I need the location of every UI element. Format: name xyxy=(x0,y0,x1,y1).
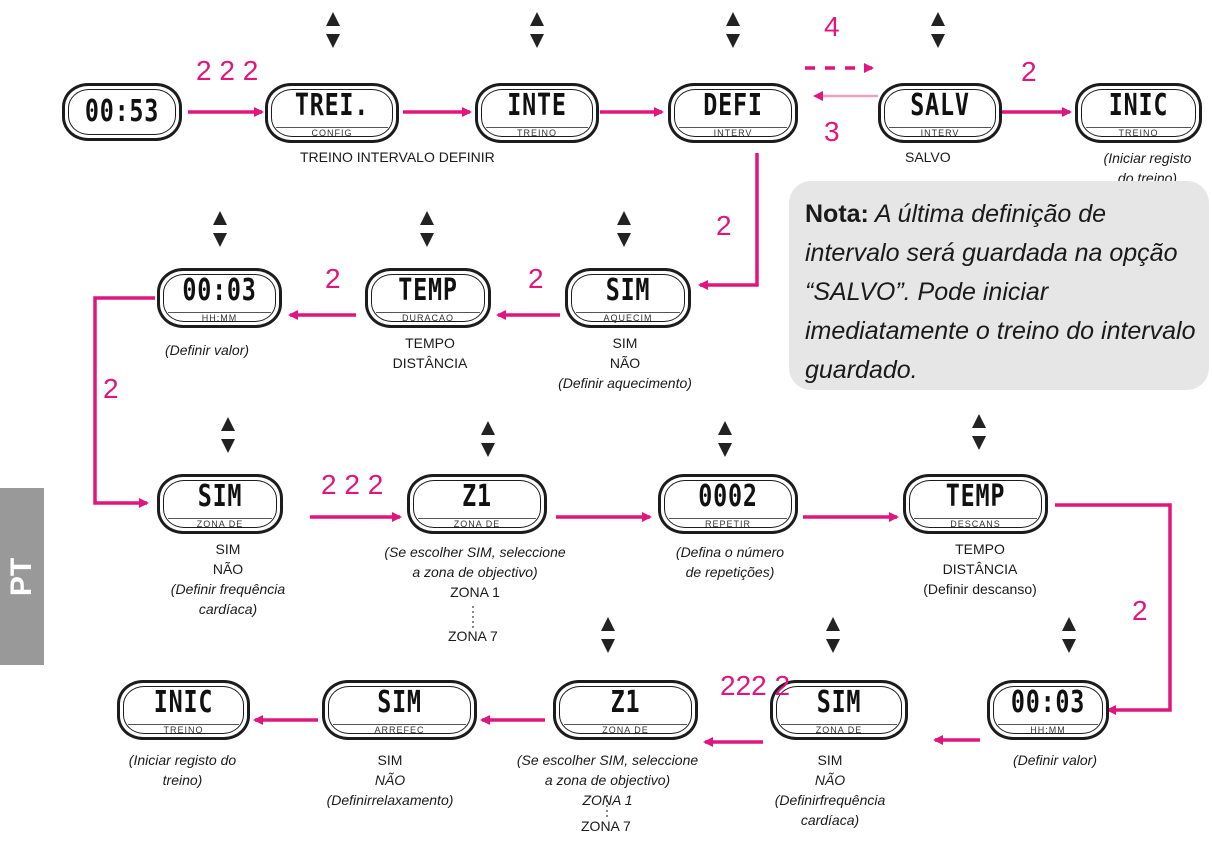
up-down-arrow-icon xyxy=(1062,617,1076,653)
label-definir-valor-2: (Definir valor) xyxy=(1012,752,1097,768)
lcd-display-trei: TREI.CONFIG xyxy=(265,83,399,143)
step-count: 2 2 2 xyxy=(321,469,384,500)
step-count: 2 2 2 xyxy=(196,55,259,86)
step-count: 4 xyxy=(824,11,840,42)
up-down-arrow-icon xyxy=(826,617,840,653)
note-text: Nota: A última definição de intervalo se… xyxy=(805,200,1196,384)
lcd-display-time: 00:53 xyxy=(62,83,182,141)
up-down-arrow-icon xyxy=(481,421,495,457)
label-zona7: ZONA 7 xyxy=(448,628,498,644)
up-down-arrow-icon xyxy=(420,211,434,247)
step-count: 222 2 xyxy=(720,670,791,701)
step-count: 2 xyxy=(716,210,732,241)
label-definir-valor: (Definir valor) xyxy=(165,342,250,358)
note-box: Nota: A última definição de intervalo se… xyxy=(789,181,1209,390)
up-down-arrow-icon xyxy=(617,211,631,247)
up-down-arrow-icon xyxy=(326,12,340,48)
up-down-arrow-icon xyxy=(601,617,615,653)
up-down-arrow-icon xyxy=(931,12,945,48)
up-down-arrow-icon xyxy=(972,414,986,450)
step-count: 2 xyxy=(103,373,119,404)
label-salvo: SALVO xyxy=(905,149,951,165)
language-tab: PT xyxy=(0,488,44,665)
up-down-arrow-icon xyxy=(213,211,227,247)
step-count: 2 xyxy=(1021,56,1037,87)
arrow-left-loop xyxy=(93,296,155,508)
step-count: 3 xyxy=(824,116,840,147)
label-zona7-2: ZONA 7 xyxy=(581,818,631,834)
arrow-right-loop xyxy=(1055,503,1172,715)
step-count: 2 xyxy=(325,263,341,294)
up-down-arrow-icon xyxy=(726,12,740,48)
label-treino-intervalo: TREINO INTERVALO DEFINIR xyxy=(300,149,495,165)
up-down-arrow-icon xyxy=(221,417,235,453)
step-count: 2 xyxy=(528,263,544,294)
up-down-arrow-icon xyxy=(718,421,732,457)
arrow-down-defi xyxy=(698,153,759,290)
step-count: 2 xyxy=(1132,595,1148,626)
up-down-arrow-icon xyxy=(530,12,544,48)
